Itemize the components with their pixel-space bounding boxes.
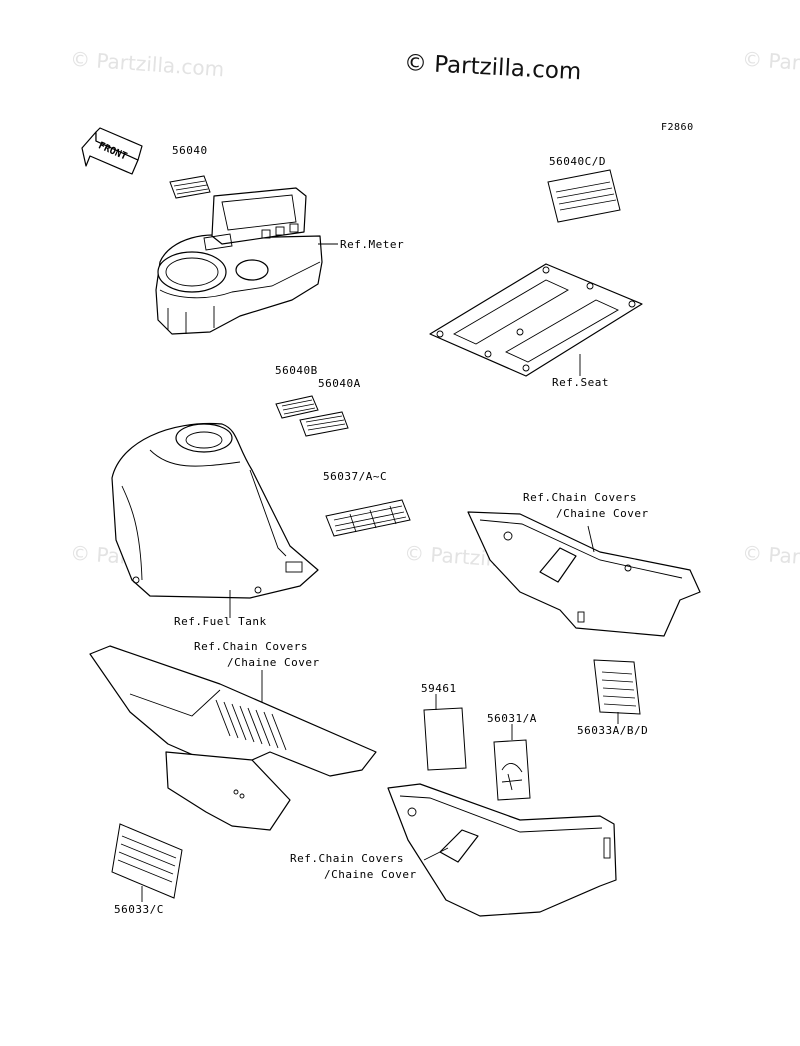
chain-cover-left — [89, 645, 377, 831]
leader-chain-cover-3 — [423, 847, 449, 861]
part-number-56040b: 56040B — [275, 364, 318, 377]
part-number-56033c: 56033/C — [114, 903, 164, 916]
ref-chain-covers-3-line1: Ref.Chain Covers — [290, 852, 404, 865]
fuel-tank — [111, 422, 319, 599]
part-number-56040cd: 56040C/D — [549, 155, 606, 168]
chain-cover-bottom — [387, 783, 617, 917]
ref-seat: Ref.Seat — [552, 376, 609, 389]
chain-cover-right-upper — [467, 511, 701, 637]
ref-chain-covers-1-line1: Ref.Chain Covers — [523, 491, 637, 504]
ref-chain-covers-3-line2: /Chaine Cover — [324, 868, 417, 881]
decal-56031a — [493, 739, 531, 801]
ribbed-section — [215, 699, 287, 751]
part-number-56031a: 56031/A — [487, 712, 537, 725]
ref-chain-covers-2-line2: /Chaine Cover — [227, 656, 320, 669]
decal-56033c — [111, 823, 183, 899]
decal-56040 — [169, 175, 211, 199]
part-number-56037: 56037/A~C — [323, 470, 388, 483]
seat-base — [429, 263, 643, 377]
part-number-59461: 59461 — [421, 682, 457, 695]
decal-56033abd — [593, 659, 641, 715]
ref-chain-covers-1-line2: /Chaine Cover — [556, 507, 649, 520]
ref-fuel-tank: Ref.Fuel Tank — [174, 615, 267, 628]
decal-59461 — [423, 707, 467, 771]
part-number-56040: 56040 — [172, 144, 208, 157]
decal-56037 — [325, 499, 411, 537]
part-number-56033abd: 56033A/B/D — [577, 724, 649, 737]
ref-chain-covers-2-line1: Ref.Chain Covers — [194, 640, 308, 653]
decal-56040a — [299, 411, 349, 437]
front-arrow-icon: FRONT — [81, 127, 143, 175]
part-number-56040a: 56040A — [318, 377, 361, 390]
decal-56040b — [275, 395, 319, 419]
ref-meter: Ref.Meter — [340, 238, 405, 251]
figure-code: F2860 — [661, 122, 694, 133]
leader-chain-cover-1 — [587, 525, 595, 553]
meter-housing — [155, 187, 323, 335]
decal-56040cd — [547, 169, 621, 223]
